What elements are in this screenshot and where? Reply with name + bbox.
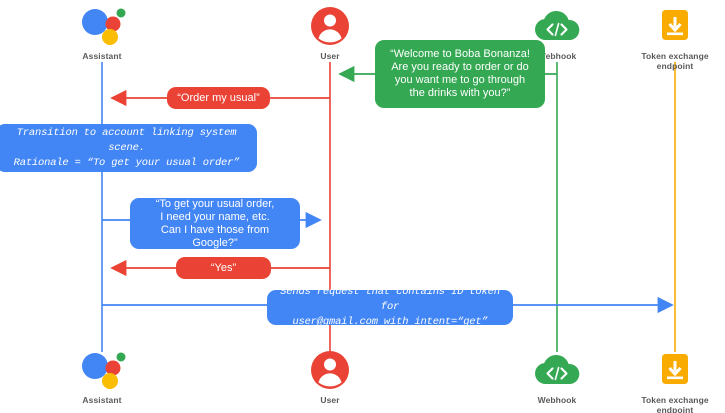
actor-label-user: User [320,395,340,405]
actor-webhook-top[interactable]: Webhook [497,4,617,61]
actor-label-user: User [320,51,340,61]
google-assistant-icon [42,348,162,392]
message-bubble-sends-request[interactable]: Sends request that contains ID token for… [267,286,513,328]
actor-label-assistant: Assistant [82,51,122,61]
message-bubble-transition-note[interactable]: Transition to account linking system sce… [0,124,257,172]
message-bubble-yes[interactable]: “Yes” [176,257,271,279]
actor-user-bottom[interactable]: User [270,348,390,405]
cloud-code-icon [497,348,617,392]
user-avatar-icon [270,4,390,48]
message-text: Transition to account linking system sce… [13,126,240,169]
actor-endpoint-bottom[interactable]: Token exchange endpoint [615,348,725,413]
google-assistant-icon [42,4,162,48]
message-text: “Yes” [210,261,237,274]
download-box-icon [615,4,725,48]
actor-endpoint-top[interactable]: Token exchange endpoint [615,4,725,71]
message-text: “Order my usual” [177,91,260,104]
message-bubble-welcome[interactable]: “Welcome to Boba Bonanza! Are you ready … [375,40,545,108]
cloud-code-icon [497,4,617,48]
user-avatar-icon [270,348,390,392]
message-text: Sends request that contains ID token for… [280,286,500,328]
actor-label-endpoint: Token exchange endpoint [641,51,709,71]
actor-label-endpoint: Token exchange endpoint [641,395,709,413]
actor-label-assistant: Assistant [82,395,122,405]
actor-assistant-top[interactable]: Assistant [42,4,162,61]
actor-webhook-bottom[interactable]: Webhook [497,348,617,405]
message-text: “Welcome to Boba Bonanza! Are you ready … [390,48,530,99]
message-text: “To get your usual order, I need your na… [155,197,275,249]
message-bubble-order-my-usual[interactable]: “Order my usual” [167,87,270,109]
download-box-icon [615,348,725,392]
actor-label-webhook: Webhook [537,51,577,61]
message-bubble-need-your-name[interactable]: “To get your usual order, I need your na… [130,198,300,249]
actor-user-top[interactable]: User [270,4,390,61]
actor-label-webhook: Webhook [537,395,577,405]
actor-assistant-bottom[interactable]: Assistant [42,348,162,405]
